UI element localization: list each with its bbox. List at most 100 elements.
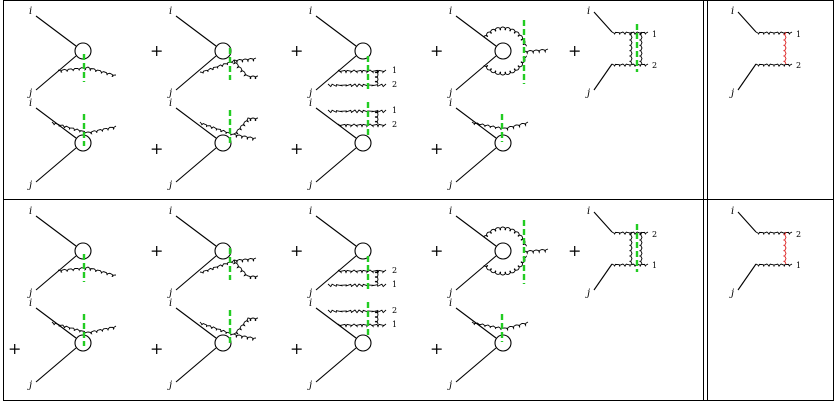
fermion-leg-j bbox=[455, 55, 497, 91]
gluon-label: 1 bbox=[652, 30, 657, 39]
gluon-label: 1 bbox=[392, 66, 397, 75]
label-j: j bbox=[307, 288, 312, 299]
fermion-leg-j bbox=[315, 255, 357, 291]
fermion-leg-i bbox=[593, 11, 613, 33]
label-i: i bbox=[449, 6, 452, 17]
gluon-top bbox=[755, 231, 793, 235]
label-j: j bbox=[27, 380, 32, 391]
plus-sign: + bbox=[430, 41, 443, 60]
label-j: j bbox=[729, 288, 734, 299]
gluon-label: 2 bbox=[652, 61, 657, 70]
diagram-top-short: ij bbox=[447, 298, 529, 391]
gluon-arc-top bbox=[483, 226, 527, 247]
label-j: j bbox=[307, 88, 312, 99]
fermion-leg-i bbox=[175, 215, 217, 247]
fermion-leg-i bbox=[175, 107, 217, 139]
fermion-leg-j bbox=[175, 255, 217, 291]
label-j: j bbox=[729, 88, 734, 99]
gluon-rung bbox=[783, 231, 787, 265]
diagram-bottom-triangle: ij bbox=[167, 6, 259, 99]
label-i: i bbox=[169, 206, 172, 217]
fermion-leg-j bbox=[593, 63, 613, 91]
gluon-out bbox=[523, 48, 549, 55]
diagram-bottom-triangle: ij bbox=[167, 206, 259, 299]
label-i: i bbox=[29, 98, 32, 109]
gluon-rung bbox=[639, 31, 643, 65]
gluon-1 bbox=[337, 69, 387, 74]
gluon-2 bbox=[337, 123, 387, 128]
gluon-label: 1 bbox=[796, 30, 801, 39]
diagram-loop: ij bbox=[447, 6, 549, 99]
gluon bbox=[57, 266, 117, 278]
label-j: j bbox=[447, 180, 452, 191]
gluon-out bbox=[523, 248, 549, 255]
diagram-loop: ij bbox=[447, 206, 549, 299]
gluon-bottom bbox=[611, 263, 649, 267]
fermion-leg-j bbox=[175, 347, 217, 383]
gluon bbox=[233, 59, 259, 80]
gluon-label: 1 bbox=[392, 106, 397, 115]
fermion-leg-i bbox=[175, 15, 217, 47]
label-j: j bbox=[447, 88, 452, 99]
diagram-top-triangle: ij bbox=[167, 98, 259, 191]
label-j: j bbox=[27, 288, 32, 299]
label-j: j bbox=[167, 180, 172, 191]
fermion-leg-j bbox=[35, 147, 77, 183]
fermion-leg-j bbox=[315, 347, 357, 383]
gluon bbox=[57, 66, 117, 78]
blob-vertex bbox=[494, 42, 512, 60]
gluon-label: 2 bbox=[652, 230, 657, 239]
label-i: i bbox=[587, 6, 590, 17]
fermion-leg-i bbox=[593, 211, 613, 233]
fermion-leg-j bbox=[737, 63, 757, 91]
gluon-label: 2 bbox=[392, 306, 397, 315]
plus-sign: + bbox=[150, 139, 163, 158]
gluon-label: 2 bbox=[392, 120, 397, 129]
plus-sign: + bbox=[290, 241, 303, 260]
label-j: j bbox=[167, 288, 172, 299]
plus-sign: + bbox=[150, 41, 163, 60]
gluon-rung bbox=[629, 231, 633, 265]
fermion-leg-i bbox=[455, 15, 497, 47]
label-i: i bbox=[449, 98, 452, 109]
diagram-bottom-single: ij bbox=[27, 6, 117, 99]
plus-sign: + bbox=[430, 139, 443, 158]
label-j: j bbox=[307, 180, 312, 191]
fermion-leg-j bbox=[455, 347, 497, 383]
fermion-leg-j bbox=[175, 147, 217, 183]
label-j: j bbox=[447, 288, 452, 299]
gluon-rung bbox=[374, 269, 379, 285]
plus-sign: + bbox=[150, 241, 163, 260]
gluon-2 bbox=[327, 83, 387, 88]
gluon-arc-top bbox=[483, 26, 527, 47]
gluon bbox=[233, 317, 259, 335]
gluon-rung bbox=[374, 309, 379, 325]
fermion-leg-i bbox=[455, 215, 497, 247]
gluon bbox=[471, 121, 529, 132]
plus-sign: + bbox=[8, 339, 21, 358]
gluon-2 bbox=[337, 323, 387, 328]
label-j: j bbox=[167, 88, 172, 99]
gluon bbox=[233, 117, 259, 135]
fermion-leg-i bbox=[315, 15, 357, 47]
gluon-bottom bbox=[755, 63, 793, 67]
label-j: j bbox=[585, 288, 590, 299]
fermion-leg-j bbox=[35, 55, 77, 91]
plus-sign: + bbox=[568, 41, 581, 60]
gluon-rung bbox=[374, 109, 379, 125]
gluon-top bbox=[755, 31, 793, 35]
gluon-label: 2 bbox=[392, 266, 397, 275]
fermion-leg-j bbox=[593, 263, 613, 291]
gluon-rung bbox=[639, 231, 643, 265]
plus-sign: + bbox=[430, 339, 443, 358]
label-j: j bbox=[167, 380, 172, 391]
fermion-leg-i bbox=[737, 11, 757, 33]
label-i: i bbox=[309, 98, 312, 109]
fermion-leg-i bbox=[35, 107, 77, 139]
label-i: i bbox=[309, 298, 312, 309]
label-i: i bbox=[169, 298, 172, 309]
gluon-label: 1 bbox=[796, 261, 801, 270]
fermion-leg-i bbox=[315, 307, 357, 339]
